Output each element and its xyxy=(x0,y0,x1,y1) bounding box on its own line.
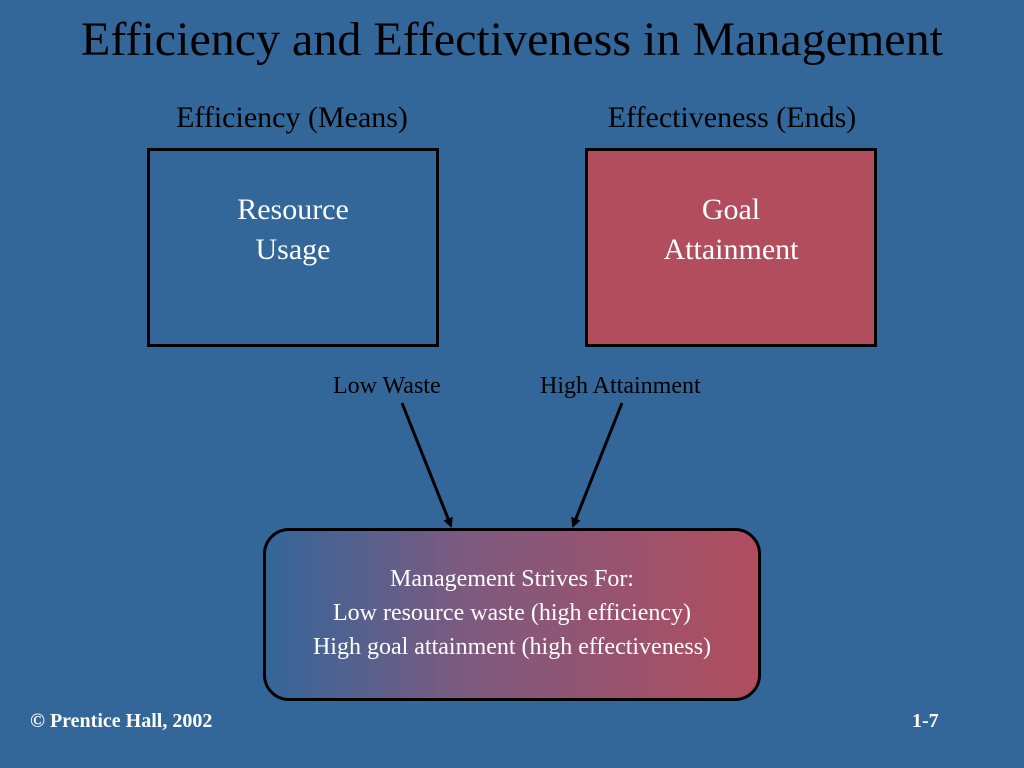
goal-attainment-line-1: Goal xyxy=(701,192,761,226)
high-attainment-label: High Attainment xyxy=(540,373,701,399)
efficiency-heading: Efficiency (Means) xyxy=(176,101,408,134)
summary-line-2: Low resource waste (high efficiency) xyxy=(332,599,692,626)
summary-line-3: High goal attainment (high effectiveness… xyxy=(312,633,712,660)
summary-line-1: Management Strives For: xyxy=(390,565,634,592)
low-waste-label: Low Waste xyxy=(333,373,441,399)
resource-usage-line-1: Resource xyxy=(237,192,349,226)
slide-title: Efficiency and Effectiveness in Manageme… xyxy=(81,13,943,66)
management-summary-box: Management Strives For: Low resource was… xyxy=(263,528,761,701)
resource-usage-line-2: Usage xyxy=(255,232,331,266)
copyright-footer: © Prentice Hall, 2002 xyxy=(30,710,213,732)
low-waste-arrow xyxy=(400,402,453,528)
goal-attainment-line-2: Attainment xyxy=(663,232,799,266)
effectiveness-heading: Effectiveness (Ends) xyxy=(607,101,857,134)
page-number: 1-7 xyxy=(912,710,939,732)
high-attainment-arrow xyxy=(571,402,624,528)
goal-attainment-box: Goal Attainment xyxy=(585,148,877,347)
resource-usage-box: Resource Usage xyxy=(147,148,439,347)
